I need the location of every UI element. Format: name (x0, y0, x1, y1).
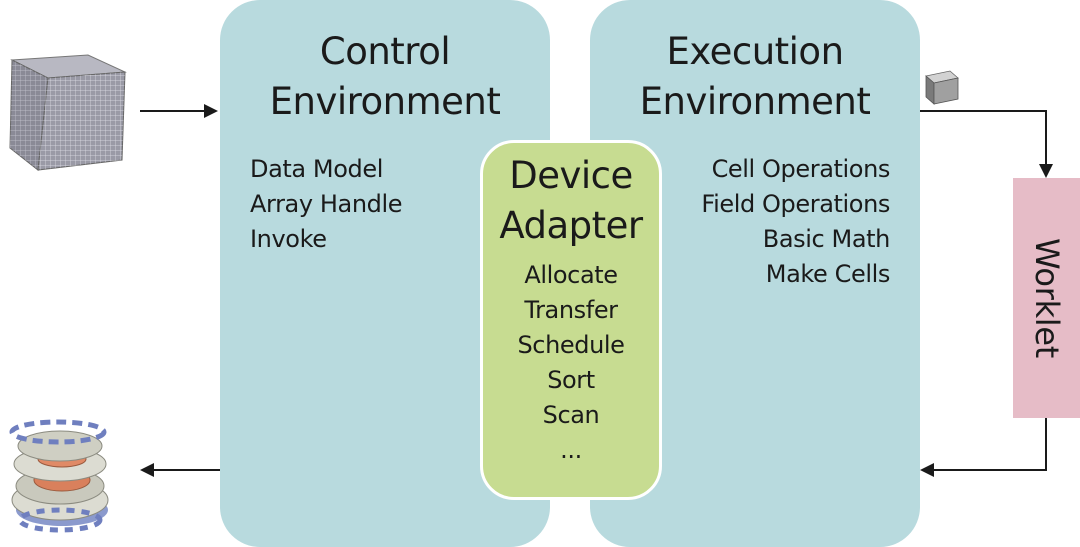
worklet-input-arrow (920, 110, 1053, 178)
device-title-line2: Adapter (499, 204, 643, 247)
control-title-line2: Environment (269, 80, 501, 123)
device-title-line1: Device (509, 154, 633, 197)
device-adapter-item: ... (560, 436, 582, 464)
worklet-output-arrow (920, 418, 1047, 477)
device-adapter-item: Schedule (517, 331, 625, 359)
execution-items-list: Cell Operations Field Operations Basic M… (701, 152, 890, 292)
device-adapter-item: Allocate (524, 261, 618, 289)
execution-item: Field Operations (701, 190, 890, 218)
small-cube-icon (925, 70, 959, 105)
device-adapter-title: Device Adapter (483, 151, 659, 251)
mesh-cube-icon (9, 54, 127, 171)
execution-title-line2: Environment (639, 80, 871, 123)
execution-item: Cell Operations (711, 155, 891, 183)
device-adapter-item: Transfer (524, 296, 618, 324)
device-adapter-item: Sort (547, 366, 595, 394)
control-title-line1: Control (319, 30, 451, 73)
control-item: Array Handle (250, 190, 403, 218)
control-items-list: Data Model Array Handle Invoke (250, 152, 403, 257)
device-adapter-item: Scan (542, 401, 600, 429)
input-arrow (140, 104, 218, 118)
worklet-label: Worklet (1027, 237, 1066, 359)
control-environment-title: Control Environment (220, 27, 550, 127)
isosurface-render-icon (9, 419, 109, 533)
output-arrow (140, 463, 220, 477)
execution-item: Basic Math (762, 225, 891, 253)
execution-item: Make Cells (765, 260, 891, 288)
worklet-box: Worklet (1013, 178, 1080, 418)
execution-title-line1: Execution (666, 30, 844, 73)
device-adapter-box: Device Adapter Allocate Transfer Schedul… (480, 140, 662, 500)
control-item: Invoke (250, 225, 327, 253)
control-item: Data Model (250, 155, 383, 183)
device-adapter-items-list: Allocate Transfer Schedule Sort Scan ... (483, 258, 659, 468)
execution-environment-title: Execution Environment (590, 27, 920, 127)
